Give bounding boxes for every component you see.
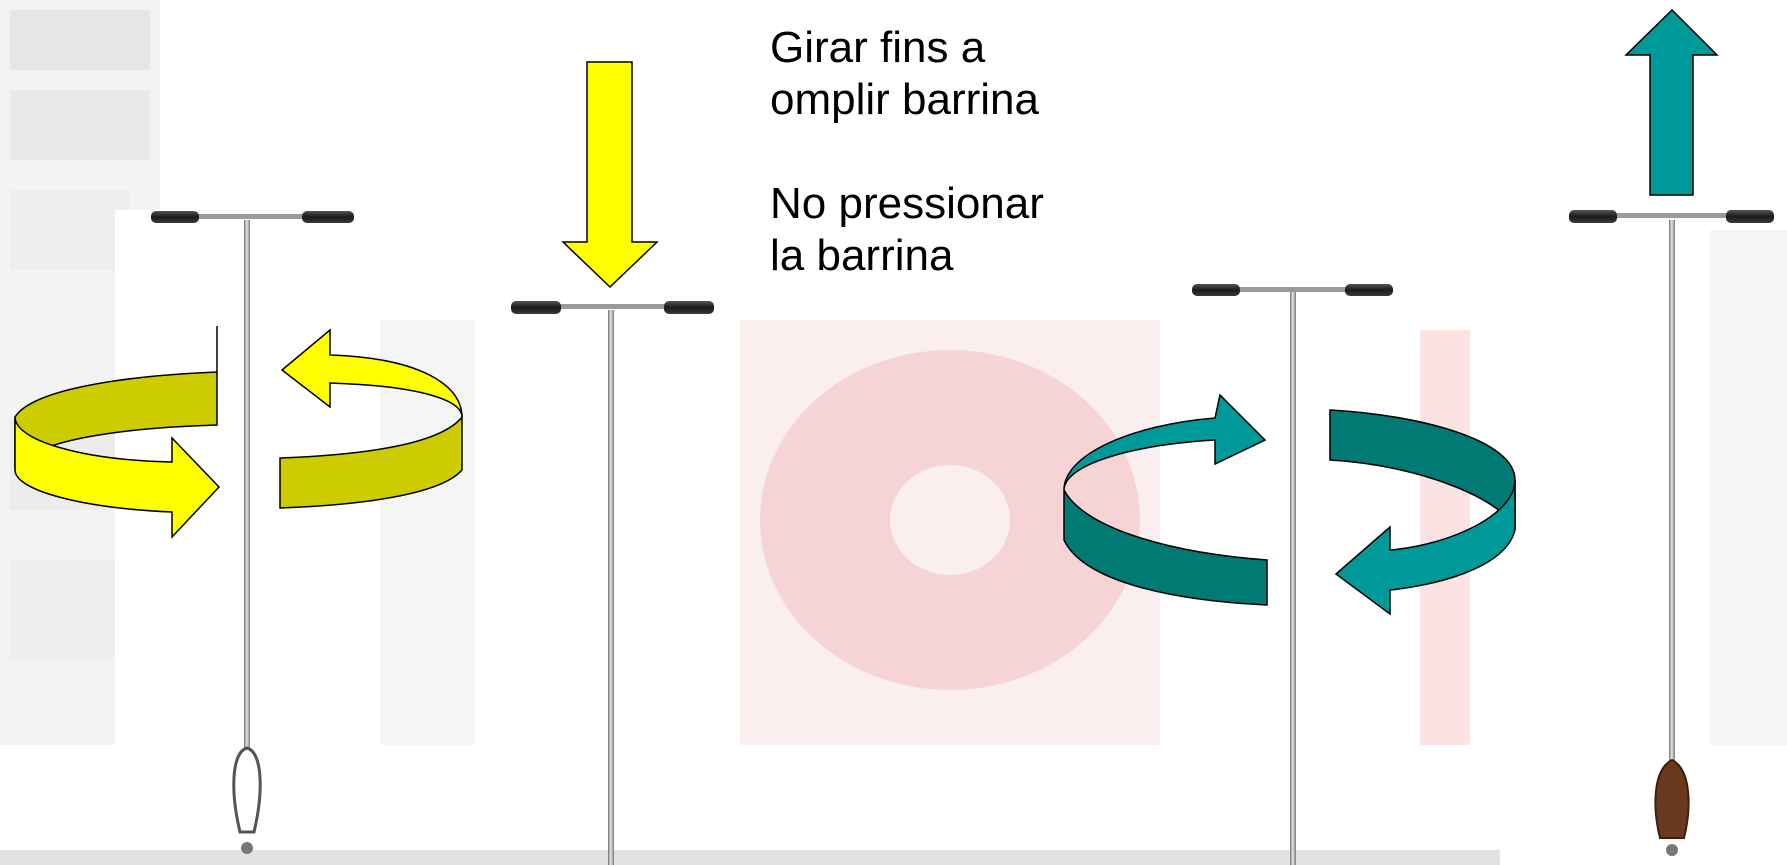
auger-grip-left <box>1569 210 1617 223</box>
soil-auger-3 <box>1192 284 1393 865</box>
auger-crossbar <box>545 304 675 309</box>
auger-grip-right <box>1726 210 1774 223</box>
auger-tip <box>1666 844 1678 856</box>
auger-grip-right <box>664 301 714 314</box>
auger-grip-right <box>302 211 354 223</box>
up-arrow-icon <box>1624 8 1719 196</box>
down-arrow-icon <box>561 61 659 289</box>
auger-shaft <box>244 220 250 750</box>
instruction-rotate: Girar fins a omplir barrina <box>770 22 1039 126</box>
rotate-counterclockwise-arrow-icon <box>1063 393 1516 616</box>
auger-shaft <box>608 310 614 865</box>
auger-grip-left <box>511 301 561 314</box>
auger-grip-left <box>1192 284 1240 296</box>
auger-shaft <box>1290 292 1296 865</box>
auger-shaft <box>1669 220 1675 780</box>
auger-crossbar <box>1600 213 1740 218</box>
auger-crossbar <box>1225 287 1355 292</box>
instruction-no-press-line-2: la barrina <box>770 231 954 280</box>
instruction-no-press: No pressionar la barrina <box>770 178 1044 282</box>
instruction-no-press-line-1: No pressionar <box>770 179 1044 228</box>
auger-tip <box>241 842 253 854</box>
rotate-clockwise-arrow-icon <box>14 326 463 539</box>
instruction-rotate-line-1: Girar fins a <box>770 23 986 72</box>
auger-bit-empty <box>232 746 262 834</box>
instruction-rotate-line-2: omplir barrina <box>770 75 1039 124</box>
auger-grip-right <box>1345 284 1393 296</box>
auger-grip-left <box>151 211 199 223</box>
soil-auger-4 <box>1569 210 1774 856</box>
soil-auger-2 <box>511 301 714 865</box>
soil-auger-1 <box>151 211 354 854</box>
auger-soil-core <box>1654 758 1690 839</box>
auger-crossbar <box>185 214 305 219</box>
